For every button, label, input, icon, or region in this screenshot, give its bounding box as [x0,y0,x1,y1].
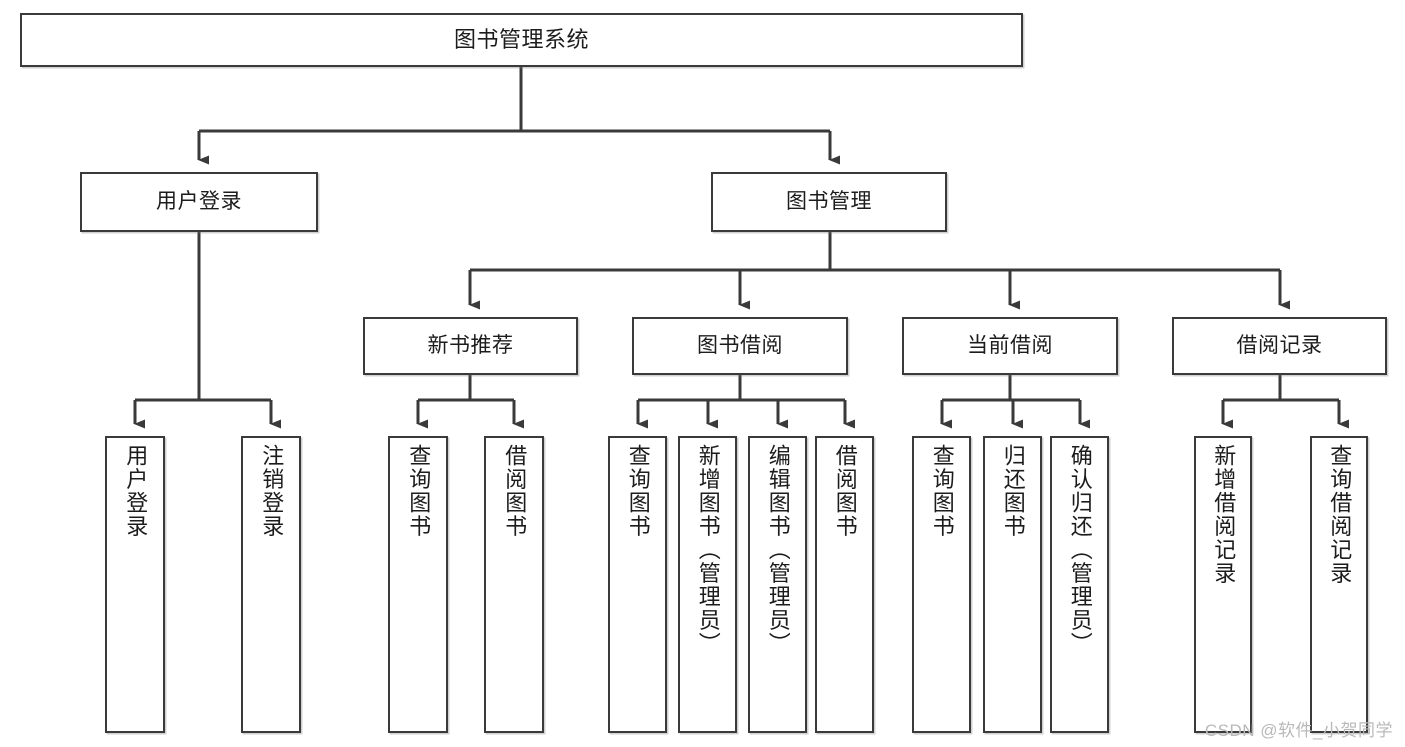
node-current-borrow-label: 当前借阅 [967,333,1053,357]
node-user-login-label: 用户登录 [156,189,242,213]
node-new-book-rec-label: 新书推荐 [427,333,514,357]
node-bb-add-book-label: 新增图书（管理员） [695,444,721,656]
node-cb-query-book[interactable]: 查询图书 [912,436,971,733]
node-bb-add-book[interactable]: 新增图书（管理员） [678,436,737,733]
node-user-login-leaf[interactable]: 用户登录 [105,436,165,733]
node-bb-edit-book-label: 编辑图书（管理员） [765,444,791,656]
node-nb-borrow-book[interactable]: 借阅图书 [484,436,544,733]
node-cb-confirm-return[interactable]: 确认归还（管理员） [1050,436,1109,733]
node-cb-return-book-label: 归还图书 [1000,444,1026,538]
node-bb-borrow-book-label: 借阅图书 [832,444,858,538]
node-nb-query-book-label: 查询图书 [406,444,432,538]
node-book-borrow[interactable]: 图书借阅 [632,317,848,375]
node-nb-query-book[interactable]: 查询图书 [388,436,448,733]
node-user-logout-leaf[interactable]: 注销登录 [241,436,301,733]
node-bb-query-book-label: 查询图书 [625,444,651,538]
node-user-login-leaf-label: 用户登录 [123,444,149,538]
node-borrow-record-label: 借阅记录 [1236,333,1323,357]
node-br-add-record-label: 新增借阅记录 [1211,444,1237,585]
node-nb-borrow-book-label: 借阅图书 [502,444,528,538]
node-root-label: 图书管理系统 [453,27,589,53]
node-book-borrow-label: 图书借阅 [697,333,783,357]
node-current-borrow[interactable]: 当前借阅 [902,317,1118,375]
node-new-book-rec[interactable]: 新书推荐 [363,317,578,375]
node-bb-query-book[interactable]: 查询图书 [608,436,667,733]
node-br-query-record[interactable]: 查询借阅记录 [1310,436,1368,733]
node-borrow-record[interactable]: 借阅记录 [1172,317,1387,375]
node-br-query-record-label: 查询借阅记录 [1327,444,1353,585]
watermark: CSDN @软件_小贺同学 [1204,721,1393,740]
node-book-manage[interactable]: 图书管理 [711,172,947,232]
node-bb-edit-book[interactable]: 编辑图书（管理员） [748,436,807,733]
node-root[interactable]: 图书管理系统 [20,13,1023,67]
node-book-manage-label: 图书管理 [786,189,872,213]
node-cb-return-book[interactable]: 归还图书 [983,436,1042,733]
node-cb-query-book-label: 查询图书 [929,444,955,538]
node-bb-borrow-book[interactable]: 借阅图书 [815,436,874,733]
node-br-add-record[interactable]: 新增借阅记录 [1194,436,1252,733]
node-user-logout-leaf-label: 注销登录 [259,444,285,538]
node-cb-confirm-return-label: 确认归还（管理员） [1067,444,1093,656]
node-user-login[interactable]: 用户登录 [80,172,318,232]
